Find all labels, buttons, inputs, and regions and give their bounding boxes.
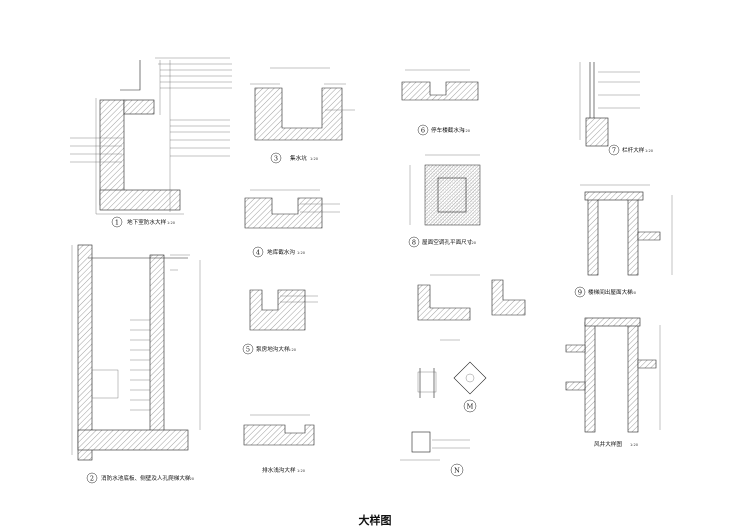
detail-7-title: 栏杆大样 <box>622 146 645 154</box>
detail-m-node: M <box>417 361 487 413</box>
detail-3-title: 集水坑 <box>290 154 307 162</box>
detail-4-basement-trench: 4 地库截水沟 1:20 <box>244 189 340 258</box>
detail-2-title: 消防水池底板、侧壁及人孔爬梯大样 <box>101 474 191 482</box>
detail-4-scale: 1:20 <box>297 251 306 255</box>
detail-7-railing: 7 栏杆大样 1:20 <box>579 62 654 156</box>
detail-5-number-circle <box>242 343 254 355</box>
detail-2-fire-water-tank: 2 消防水池底板、侧壁及人孔爬梯大样 1:20 <box>71 244 201 484</box>
detail-6-number-circle <box>417 124 429 136</box>
detail-2-number: 2 <box>90 475 94 483</box>
detail-4-title: 地库截水沟 <box>267 248 295 256</box>
detail-9-number-circle <box>574 286 586 298</box>
detail-7-number: 7 <box>612 147 616 155</box>
detail-n-node: N <box>400 431 470 477</box>
detail-3-number: 3 <box>274 155 278 163</box>
detail-4-number: 4 <box>256 249 260 257</box>
leader-lines <box>70 57 232 163</box>
detail-5-title: 泵房地沟大样 <box>256 345 290 353</box>
detail-7-number-circle <box>608 144 620 156</box>
detail-1-title: 地下室防水大样 <box>127 218 167 226</box>
detail-m-label: M <box>467 403 474 411</box>
detail-8-roof-ac-opening: 8 屋面空调孔平面尺寸 1:20 <box>408 154 481 248</box>
detail-3-scale: 1:20 <box>310 157 319 161</box>
wind-shaft-scale: 1:20 <box>630 443 639 447</box>
detail-8-number-circle <box>408 236 420 248</box>
detail-1-number: 1 <box>115 219 119 227</box>
detail-2-scale: 1:20 <box>186 477 195 481</box>
detail-3-sump-pit: 3 集水坑 1:20 <box>250 67 355 164</box>
detail-6-scale: 1:20 <box>462 129 471 133</box>
detail-m-circle <box>463 399 477 413</box>
detail-3-number-circle <box>270 152 282 164</box>
detail-8-scale: 1:20 <box>468 241 477 245</box>
detail-6-parking-trench: 6 停车楼截水沟 1:20 <box>401 69 479 136</box>
detail-5-number: 5 <box>246 346 250 354</box>
detail-5-pump-room-trench: 5 泵房地沟大样 1:20 <box>242 289 318 355</box>
detail-n-label: N <box>454 467 460 475</box>
detail-8-title: 屋面空调孔平面尺寸 <box>422 238 473 246</box>
detail-9-title: 楼梯间出屋面大样 <box>588 288 633 296</box>
detail-9-stair-roof-exit: 9 楼梯间出屋面大样 1:20 <box>574 184 673 298</box>
detail-shallow-drain: 排水浅沟大样 1:20 <box>243 414 315 474</box>
ladder-rungs <box>130 319 150 411</box>
detail-1-basement-waterproofing: 1 地下室防水大样 1:20 <box>70 57 232 228</box>
wind-shaft-title: 风井大样图 <box>594 440 622 448</box>
detail-6-number: 6 <box>421 127 425 135</box>
shallow-drain-scale: 1:20 <box>297 469 306 473</box>
detail-6-title: 停车楼截水沟 <box>431 126 465 134</box>
detail-parapet-pair <box>417 274 526 341</box>
sheet-title: 大样图 <box>359 513 392 527</box>
detail-5-scale: 1:20 <box>288 348 297 352</box>
shallow-drain-title: 排水浅沟大样 <box>262 466 296 474</box>
detail-9-scale: 1:20 <box>628 291 637 295</box>
detail-n-circle <box>450 463 464 477</box>
detail-wind-shaft: 风井大样图 1:20 <box>565 317 661 448</box>
detail-8-number: 8 <box>412 239 416 247</box>
detail-2-number-circle <box>86 472 98 484</box>
detail-1-scale: 1:20 <box>167 221 176 225</box>
detail-4-number-circle <box>252 246 264 258</box>
detail-7-scale: 1:20 <box>645 149 654 153</box>
detail-9-number: 9 <box>578 289 582 297</box>
detail-1-number-circle <box>111 216 123 228</box>
